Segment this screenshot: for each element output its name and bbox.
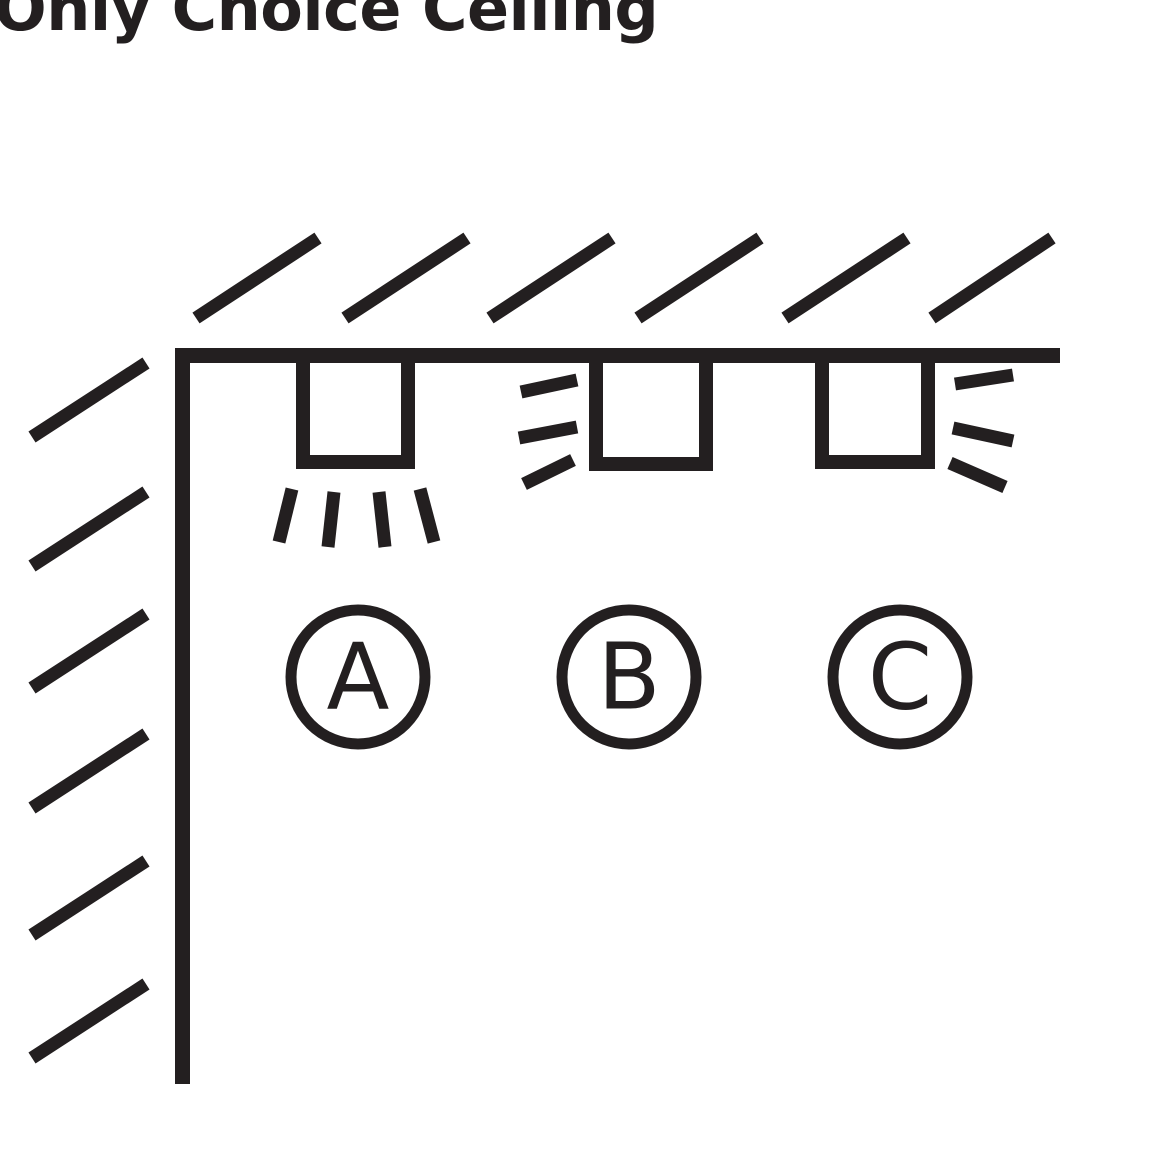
light-rays-a — [272, 487, 441, 548]
wall-hatch-mark-6 — [28, 978, 150, 1064]
ray-a-2 — [321, 491, 341, 548]
option-circle-c — [827, 604, 973, 750]
ray-c-2 — [951, 421, 1015, 448]
wall-hatch-mark-1 — [28, 357, 150, 443]
ceiling-hatch-mark-5 — [781, 232, 911, 324]
ceiling-hatch-mark-2 — [341, 232, 471, 324]
title-container: Only Choice Ceiling — [0, 0, 1160, 80]
option-circle-a — [285, 604, 431, 750]
ray-b-2 — [517, 420, 579, 445]
ray-a-3 — [372, 491, 392, 548]
light-fixture-a[interactable] — [296, 352, 415, 469]
ceiling-hatch-group — [192, 232, 1056, 324]
ceiling-hatch-mark-1 — [192, 232, 322, 324]
light-fixture-b[interactable] — [589, 352, 713, 471]
option-letter-b: B — [597, 624, 660, 731]
wall-hatch-mark-3 — [28, 608, 150, 694]
ceiling-hatch-mark-3 — [486, 232, 616, 324]
ceiling-hatch-mark-4 — [634, 232, 764, 324]
option-letter-c: C — [868, 624, 932, 731]
option-label-c[interactable]: C — [827, 604, 973, 750]
light-fixture-c[interactable] — [815, 352, 935, 469]
ray-a-1 — [272, 487, 299, 544]
ceiling-hatch-mark-6 — [928, 232, 1056, 324]
light-rays-b — [517, 373, 579, 490]
left-wall — [175, 348, 190, 1084]
option-label-b[interactable]: B — [556, 604, 702, 750]
ray-b-1 — [519, 373, 579, 399]
ray-a-4 — [413, 487, 441, 544]
option-circle-b — [556, 604, 702, 750]
wall-hatch-mark-2 — [28, 486, 150, 572]
wall-hatch-mark-4 — [28, 728, 150, 814]
ray-c-1 — [954, 368, 1014, 391]
ray-c-3 — [947, 457, 1008, 493]
ceiling-slab — [175, 348, 1060, 363]
option-letter-a: A — [327, 624, 390, 731]
option-label-a[interactable]: A — [285, 604, 431, 750]
light-rays-c — [947, 368, 1015, 493]
wall-hatch-mark-5 — [28, 855, 150, 941]
wall-hatch-group — [28, 357, 150, 1064]
page-title: Only Choice Ceiling — [0, 0, 659, 45]
ray-b-3 — [521, 454, 576, 490]
